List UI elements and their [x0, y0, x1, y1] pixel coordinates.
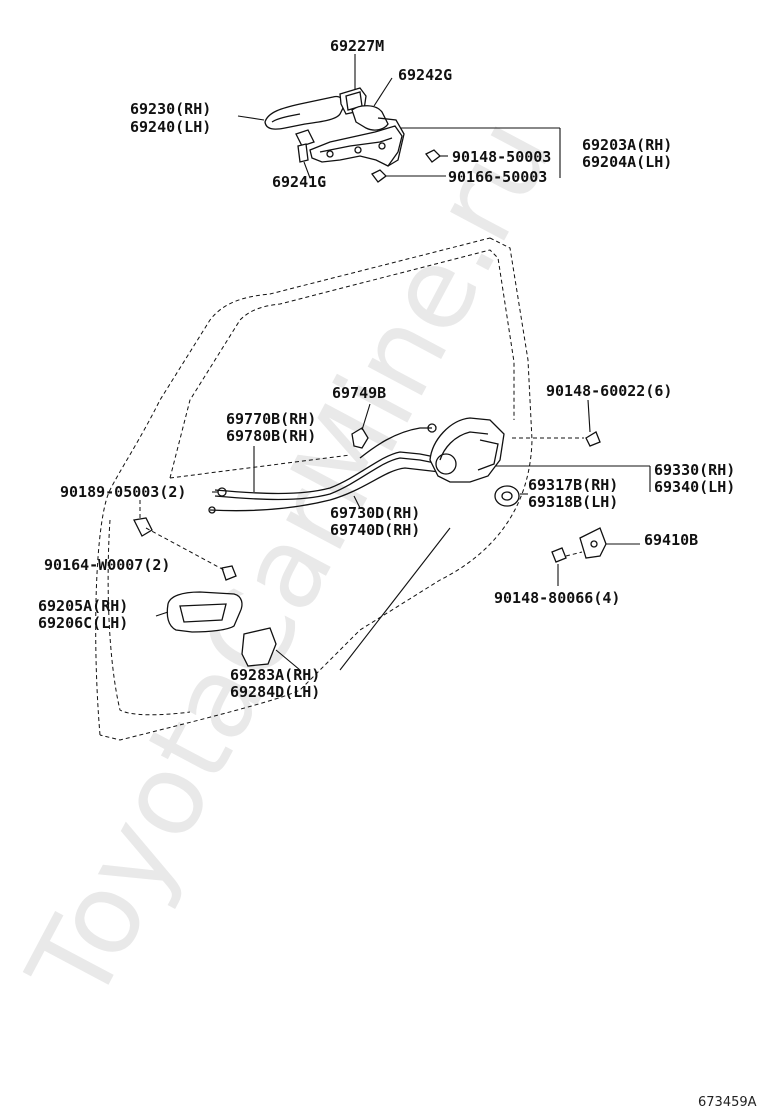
label-90189-05003: 90189-05003(2) [60, 483, 186, 501]
screw-90166-50003 [371, 169, 387, 183]
outside-handle-shape [264, 95, 345, 130]
label-69284D: 69284D(LH) [230, 683, 320, 701]
handle-pad-shape [351, 105, 389, 131]
screw-90148-80066 [551, 547, 567, 563]
bolt-90189-05003 [133, 517, 153, 537]
striker-69410B [579, 527, 607, 559]
inside-handle-shape [166, 591, 243, 633]
handle-pad-small [295, 129, 315, 147]
diagram-code: 673459A [698, 1095, 757, 1110]
label-69740D: 69740D(RH) [330, 521, 420, 539]
label-90166-50003: 90166-50003 [448, 168, 547, 186]
label-69242G: 69242G [398, 66, 452, 84]
screw-90148-60022 [585, 431, 601, 447]
label-90148-50003: 90148-50003 [452, 148, 551, 166]
label-69410B: 69410B [644, 531, 698, 549]
label-69317B: 69317B(RH) [528, 476, 618, 494]
lower-leaders [139, 399, 651, 671]
label-69318B: 69318B(LH) [528, 493, 618, 511]
label-69340: 69340(LH) [654, 478, 735, 496]
screw-90164-W0007 [221, 565, 237, 581]
label-69730D: 69730D(RH) [330, 504, 420, 522]
door-outline [95, 237, 533, 741]
label-90148-60022: 90148-60022(6) [546, 382, 672, 400]
cable-69730D [209, 467, 441, 512]
outside-handle-assembly [264, 87, 441, 183]
label-69780B: 69780B(RH) [226, 427, 316, 445]
label-69770B: 69770B(RH) [226, 410, 316, 428]
label-69749B: 69749B [332, 384, 386, 402]
label-69205A: 69205A(RH) [38, 597, 128, 615]
label-69206C: 69206C(LH) [38, 614, 128, 632]
lock-assembly [133, 417, 607, 667]
label-90148-80066: 90148-80066(4) [494, 589, 620, 607]
cable-69770B [214, 457, 441, 501]
label-69230: 69230(RH) [130, 100, 211, 118]
label-90164-W0007: 90164-W0007(2) [44, 556, 170, 574]
label-69204A: 69204A(LH) [582, 153, 672, 171]
cushion-69317B [494, 485, 520, 507]
clip-69749B [351, 427, 369, 449]
label-69240: 69240(LH) [130, 118, 211, 136]
label-69283A: 69283A(RH) [230, 666, 320, 684]
label-69330: 69330(RH) [654, 461, 735, 479]
label-69203A: 69203A(RH) [582, 136, 672, 154]
label-69227M: 69227M [330, 37, 384, 55]
handle-frame-shape [309, 125, 403, 167]
upper-leaders [237, 54, 561, 179]
handle-cover-shape [241, 627, 277, 667]
label-69241G: 69241G [272, 173, 326, 191]
